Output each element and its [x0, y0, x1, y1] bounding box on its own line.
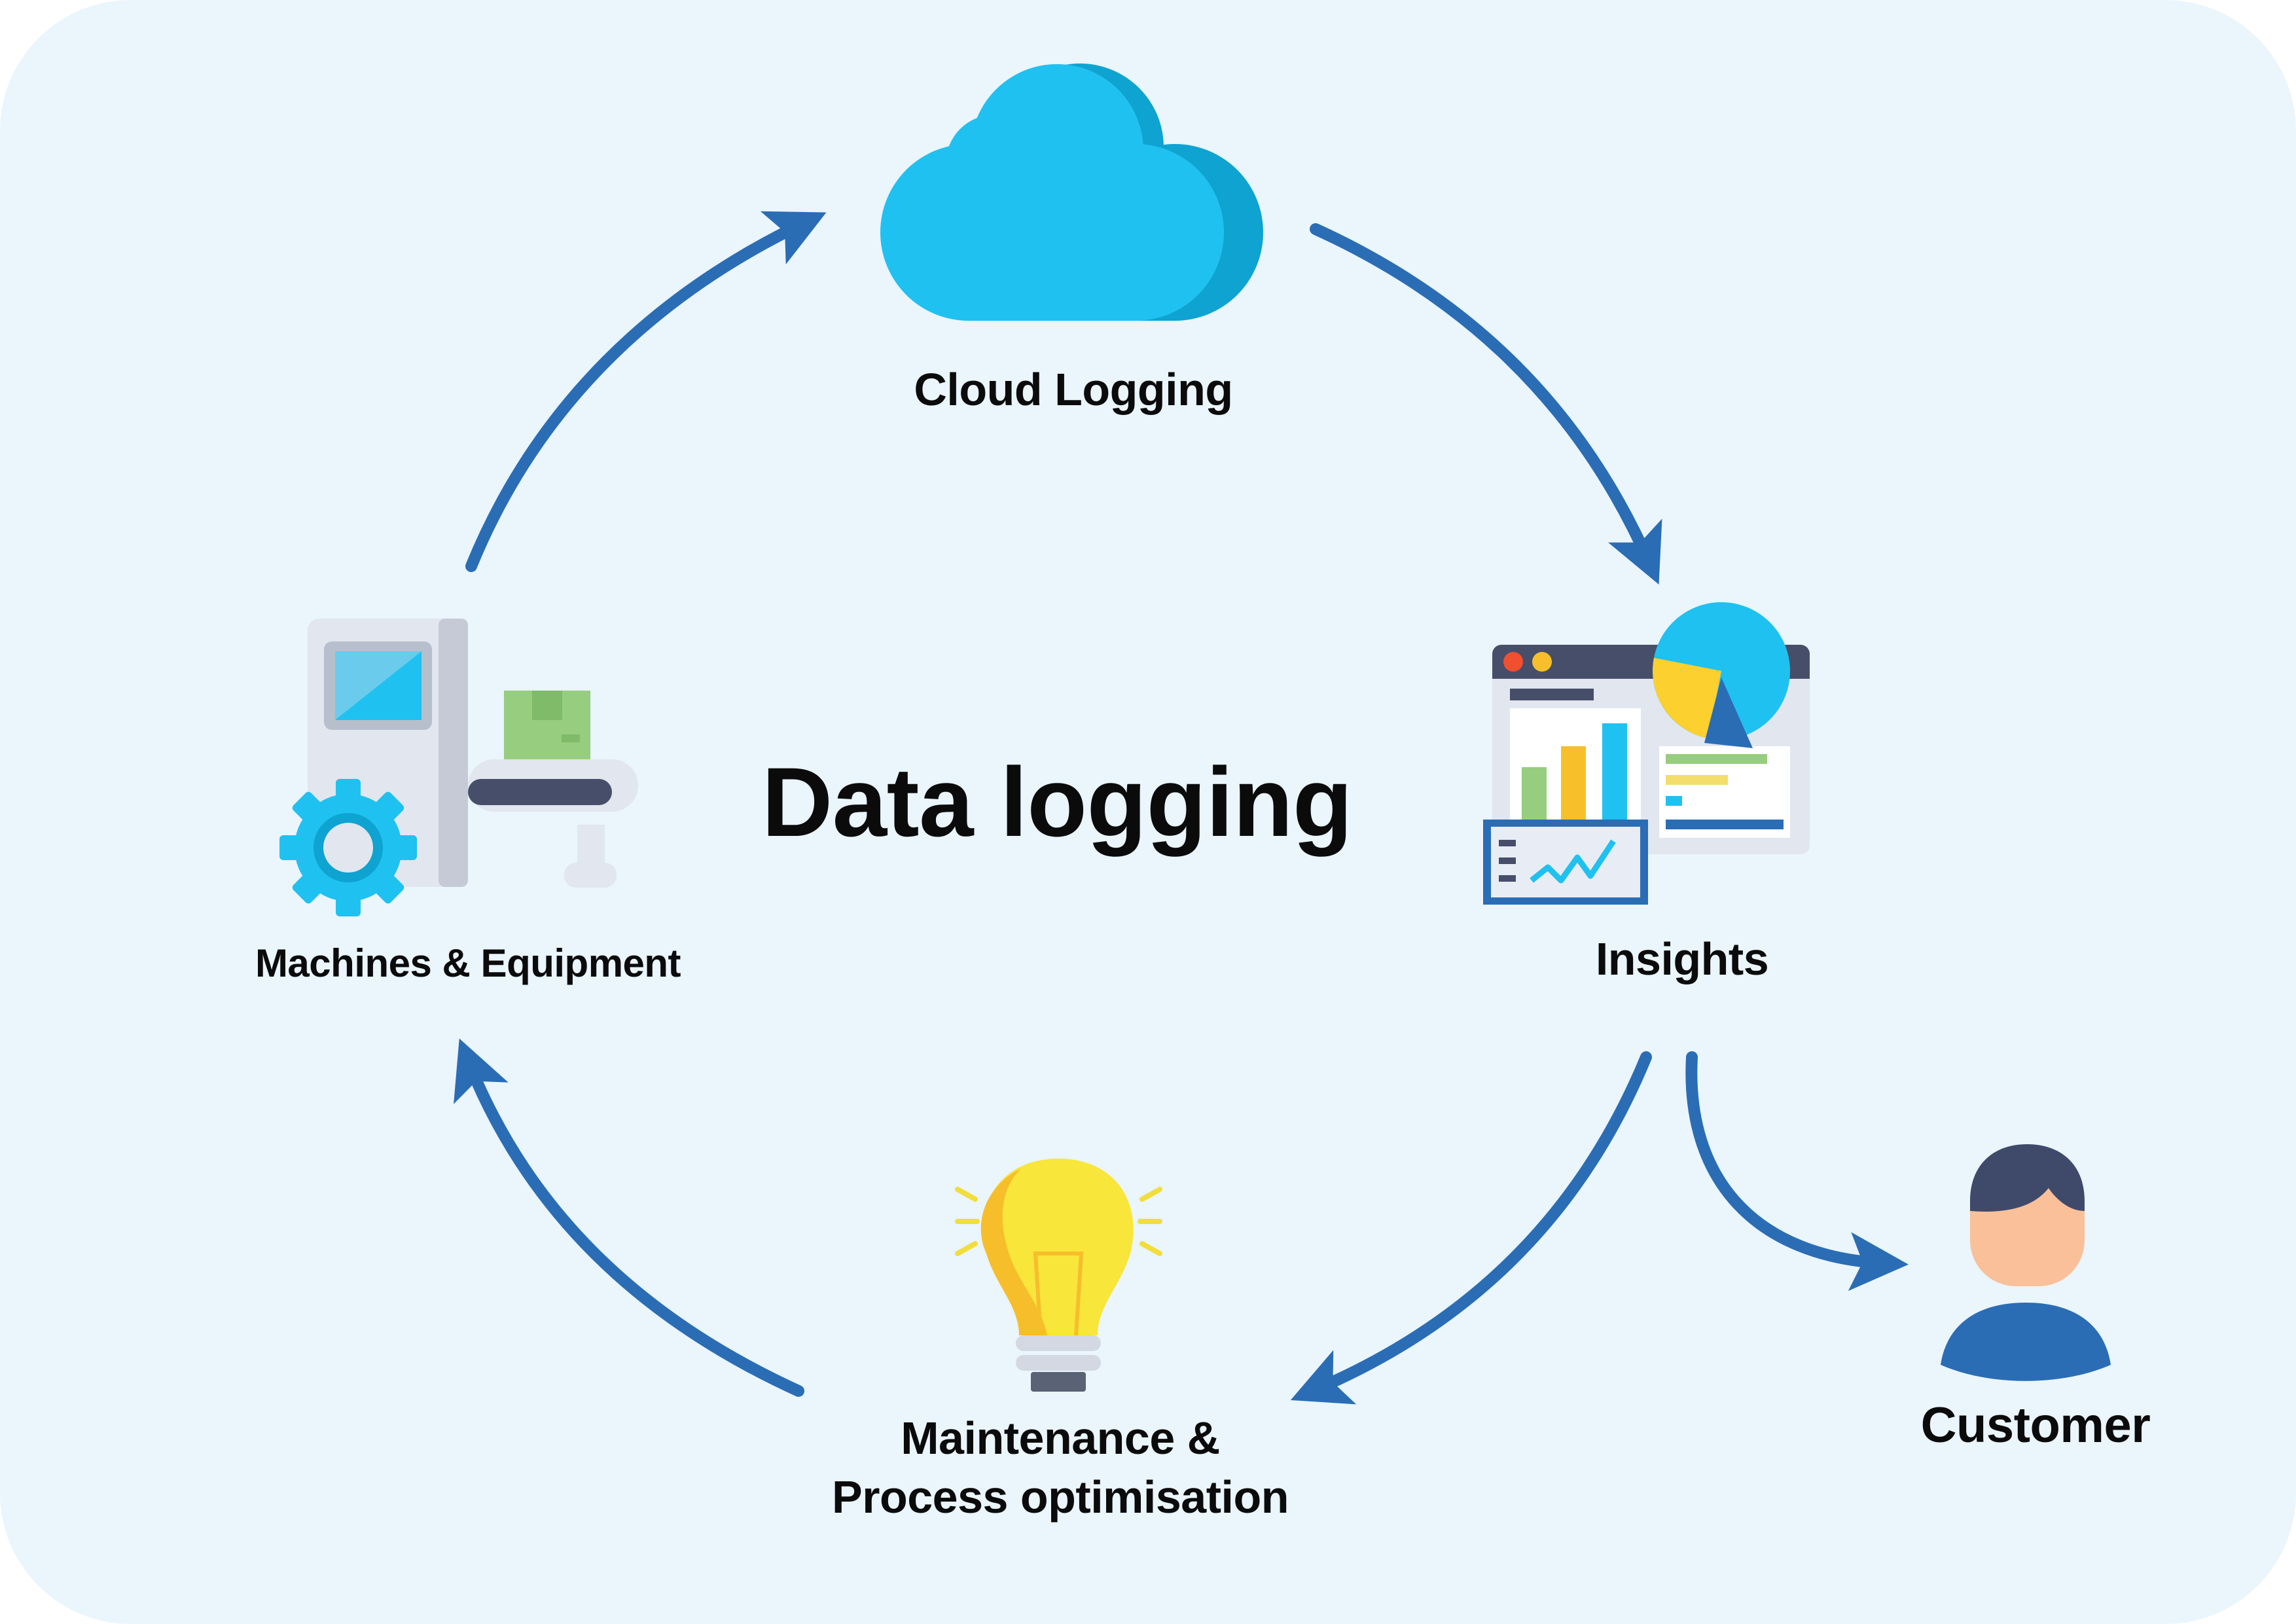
maintenance-label-line1: Maintenance & — [901, 1413, 1220, 1464]
maintenance-label-line2: Process optimisation — [832, 1471, 1289, 1523]
cloud-icon — [880, 63, 1263, 321]
dashboard-icon — [1483, 602, 1810, 905]
machines-equipment-label: Machines & Equipment — [255, 941, 681, 985]
lightbulb-icon — [955, 1159, 1162, 1392]
maintenance-label: Maintenance & Process optimisation — [733, 1409, 1388, 1526]
arrow-maintenance-to-machines — [454, 1038, 804, 1397]
cloud-logging-label: Cloud Logging — [914, 364, 1233, 415]
person-icon — [1941, 1144, 2111, 1381]
arrow-cloud-to-insights — [1310, 223, 1662, 585]
arrow-machines-to-cloud — [465, 211, 827, 572]
machine-icon — [308, 619, 638, 888]
diagram-title: Data logging — [761, 747, 1353, 857]
customer-label: Customer — [1920, 1398, 2151, 1453]
insights-label: Insights — [1595, 933, 1769, 984]
gear-icon — [279, 779, 417, 916]
arrow-insights-to-customer — [1685, 1051, 1909, 1291]
arrow-insights-to-maintenance — [1290, 1051, 1652, 1405]
cycle-arrows — [454, 211, 1909, 1405]
